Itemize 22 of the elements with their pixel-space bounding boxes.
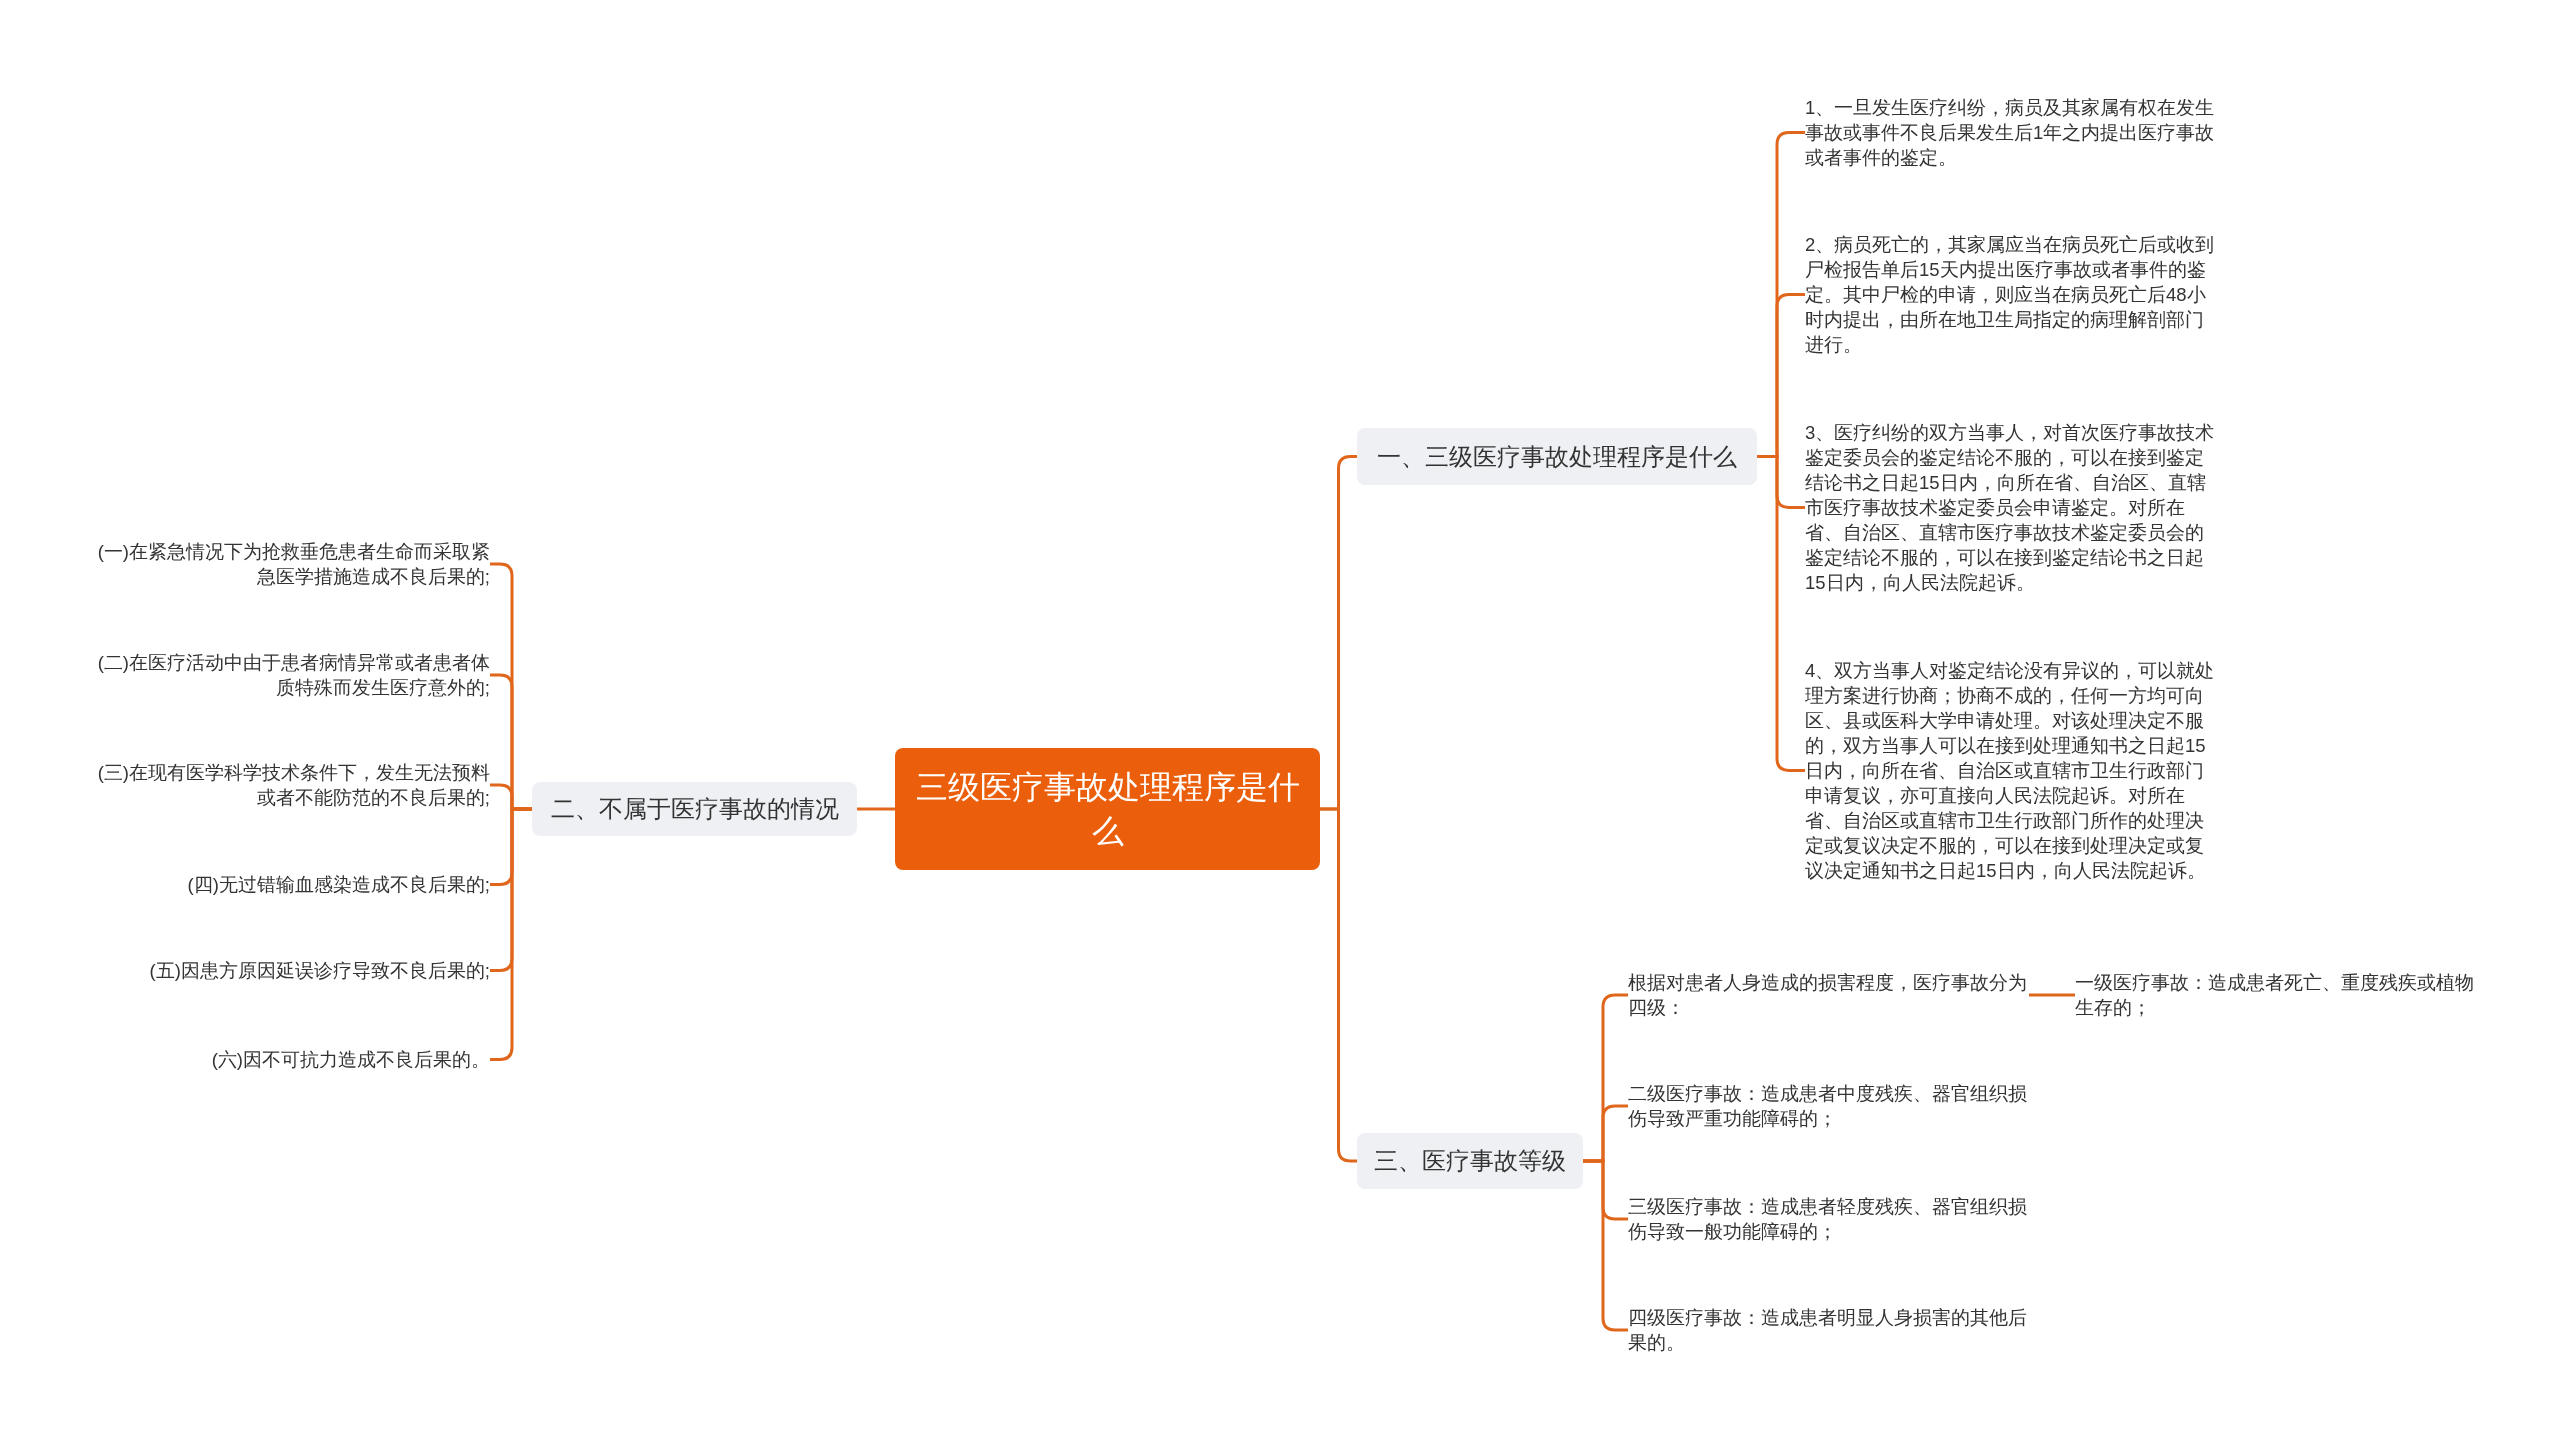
subtopic-text: 1、一旦发生医疗纠纷，病员及其家属有权在发生事故或事件不良后果发生后1年之内提出医疗事故或者事件的鉴定。: [1805, 95, 2217, 170]
subtopic-text: 根据对患者人身造成的损害程度，医疗事故分为四级：: [1628, 970, 2029, 1020]
connector-line: [1320, 807, 1357, 1163]
subtopic-text: 三级医疗事故：造成患者轻度残疾、器官组织损伤导致一般功能障碍的；: [1628, 1194, 2029, 1244]
topic-box: 一、三级医疗事故处理程序是什么: [1357, 428, 1757, 485]
subtopic-text: 一级医疗事故：造成患者死亡、重度残疾或植物生存的；: [2075, 970, 2476, 1020]
central-topic-box: 三级医疗事故处理程序是什么: [895, 748, 1320, 870]
subtopic-text: (二)在医疗活动中由于患者病情异常或者患者体质特殊而发生医疗意外的;: [95, 650, 490, 700]
subtopic-text: 二级医疗事故：造成患者中度残疾、器官组织损伤导致严重功能障碍的；: [1628, 1081, 2029, 1131]
subtopic-text: (五)因患方原因延误诊疗导致不良后果的;: [147, 958, 490, 983]
connector-line: [857, 807, 895, 811]
subtopic-text: (六)因不可抗力造成不良后果的。: [209, 1047, 490, 1072]
subtopic-text: 3、医疗纠纷的双方当事人，对首次医疗事故技术鉴定委员会的鉴定结论不服的，可以在接到鉴定结论书之日起15日内，向所在省、自治区、直辖市医疗事故技术鉴定委员会申请鉴定。对所在省、自治区、直辖市医疗事故技术鉴定委员会的鉴定结论不服的，可以在接到鉴定结论书之日起15日内，向人民法院起诉。: [1805, 420, 2217, 595]
connector-line: [2029, 993, 2075, 997]
subtopic-text: 4、双方当事人对鉴定结论没有异议的，可以就处理方案进行协商；协商不成的，任何一方均可向区、县或医科大学申请处理。对该处理决定不服的，双方当事人可以在接到处理通知书之日起15日内，向所在省、自治区或直辖市卫生行政部门申请复议，亦可直接向人民法院起诉。对所在省、自治区或直辖市卫生行政部门所作的处理决定或复议决定不服的，可以在接到处理决定或复议决定通知书之日起15日内，向人民法院起诉。: [1805, 658, 2217, 883]
topic-box: 三、医疗事故等级: [1357, 1133, 1583, 1189]
subtopic-text: (三)在现有医学科学技术条件下，发生无法预料或者不能防范的不良后果的;: [95, 760, 490, 810]
subtopic-text: 2、病员死亡的，其家属应当在病员死亡后或收到尸检报告单后15天内提出医疗事故或者事件的鉴定。其中尸检的申请，则应当在病员死亡后48小时内提出，由所在地卫生局指定的病理解剖部门进行。: [1805, 232, 2217, 357]
subtopic-text: 四级医疗事故：造成患者明显人身损害的其他后果的。: [1628, 1305, 2029, 1355]
subtopic-text: (四)无过错输血感染造成不良后果的;: [185, 872, 490, 897]
subtopic-text: (一)在紧急情况下为抢救垂危患者生命而采取紧急医学措施造成不良后果的;: [95, 539, 490, 589]
topic-box: 二、不属于医疗事故的情况: [532, 782, 857, 836]
